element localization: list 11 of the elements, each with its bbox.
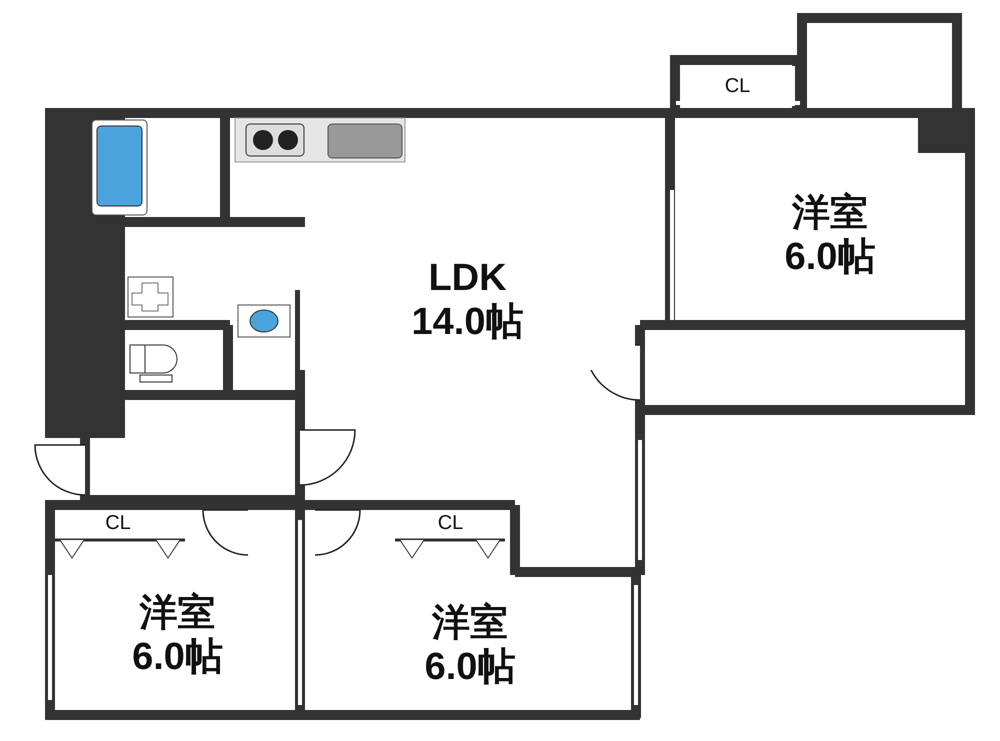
room-name: 洋室 bbox=[432, 601, 508, 645]
closet-label: CL bbox=[105, 512, 131, 534]
room-name: 洋室 bbox=[792, 191, 868, 235]
closet-label: CL bbox=[438, 512, 464, 534]
closet-label: CL bbox=[724, 75, 750, 97]
room-size: 6.0帖 bbox=[132, 635, 223, 679]
room-size: 6.0帖 bbox=[424, 645, 516, 689]
room-size: 6.0帖 bbox=[784, 235, 876, 279]
room-name: LDK bbox=[428, 256, 507, 300]
room-size: 14.0帖 bbox=[412, 300, 524, 344]
room-name: 洋室 bbox=[140, 591, 216, 635]
